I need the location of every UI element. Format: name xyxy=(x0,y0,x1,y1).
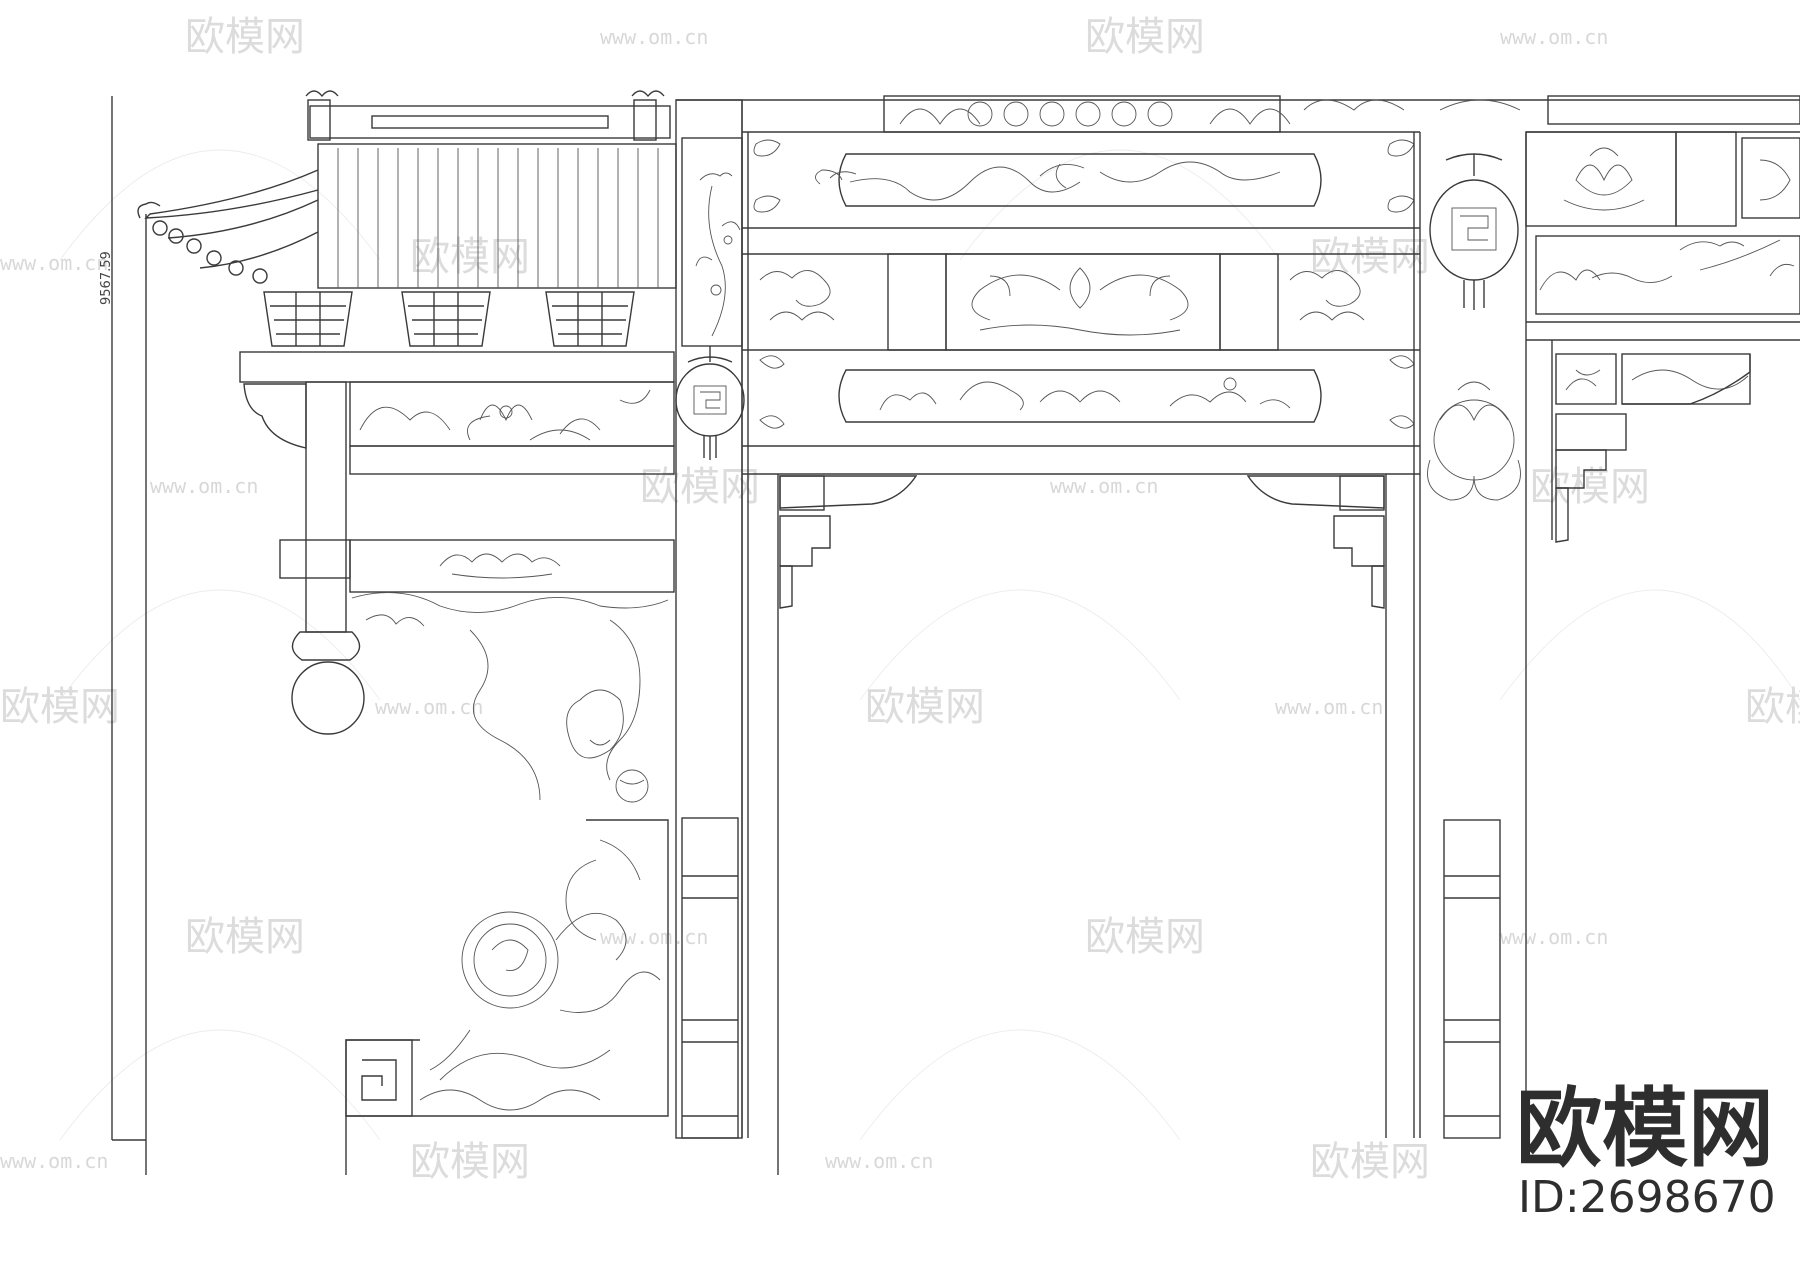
watermark-url: www.om.cn xyxy=(0,251,108,275)
watermark-logo: 欧模网 xyxy=(1745,684,1800,730)
watermark-logo: 欧模网 xyxy=(1530,464,1650,510)
lantern-icon xyxy=(675,346,745,460)
cloud-carving-icon xyxy=(439,553,561,579)
watermark-url: www.om.cn xyxy=(1050,474,1158,498)
watermark-url: www.om.cn xyxy=(600,25,708,49)
cloud-carving-icon xyxy=(759,270,1365,321)
central-gate xyxy=(676,95,1800,1175)
watermark-logo: 欧模网 xyxy=(0,684,120,730)
lion-carving-icon xyxy=(351,592,669,803)
brand-stamp: 欧模网 ID:2698670 xyxy=(1516,1079,1776,1223)
watermark-url: www.om.cn xyxy=(1275,695,1383,719)
watermark-url: www.om.cn xyxy=(0,1149,108,1173)
watermark-logo: 欧模网 xyxy=(1310,1139,1430,1185)
lotus-carving-icon xyxy=(359,389,651,441)
left-roof xyxy=(137,90,677,383)
cloud-carving-icon xyxy=(899,101,1291,127)
watermark-logo: 欧模网 xyxy=(410,234,530,280)
bird-carving-icon xyxy=(1539,239,1795,291)
watermark-logo: 欧模网 xyxy=(1085,14,1205,60)
watermark-url: www.om.cn xyxy=(600,925,708,949)
bird-carving-icon xyxy=(1427,381,1521,501)
dimension-label: 9567.59 xyxy=(99,251,114,305)
left-post xyxy=(675,99,745,1139)
watermark-url: www.om.cn xyxy=(1500,25,1608,49)
scroll-vine-carving-icon xyxy=(419,839,661,1111)
left-bay xyxy=(243,381,675,1175)
dimension-line: 9567.59 xyxy=(99,96,147,1175)
watermark-url: www.om.cn xyxy=(1500,925,1608,949)
watermark-logo: 欧模网 xyxy=(1085,914,1205,960)
lotus-carving-icon xyxy=(879,377,1291,411)
bird-carving-icon xyxy=(695,172,741,337)
watermark-layer: 欧模网 欧模网 欧模网 欧模网 欧模网 欧模网 欧模网 欧模网 欧模网 欧模网 … xyxy=(0,14,1800,1185)
watermark-url: www.om.cn xyxy=(375,695,483,719)
watermark-logo: 欧模网 xyxy=(865,684,985,730)
watermark-logo: 欧模网 xyxy=(185,914,305,960)
watermark-url: www.om.cn xyxy=(825,1149,933,1173)
watermark-logo: 欧模网 xyxy=(640,464,760,510)
lantern-icon xyxy=(1429,153,1519,310)
brand-id-text: ID:2698670 xyxy=(1518,1172,1776,1223)
watermark-logo: 欧模网 xyxy=(410,1139,530,1185)
watermark-logo: 欧模网 xyxy=(185,14,305,60)
brand-logo-text: 欧模网 xyxy=(1516,1079,1774,1179)
lotus-carving-icon xyxy=(1563,147,1791,211)
scroll-vine-carving-icon xyxy=(971,267,1189,336)
watermark-url: www.om.cn xyxy=(150,474,258,498)
right-bay xyxy=(1303,95,1800,1138)
